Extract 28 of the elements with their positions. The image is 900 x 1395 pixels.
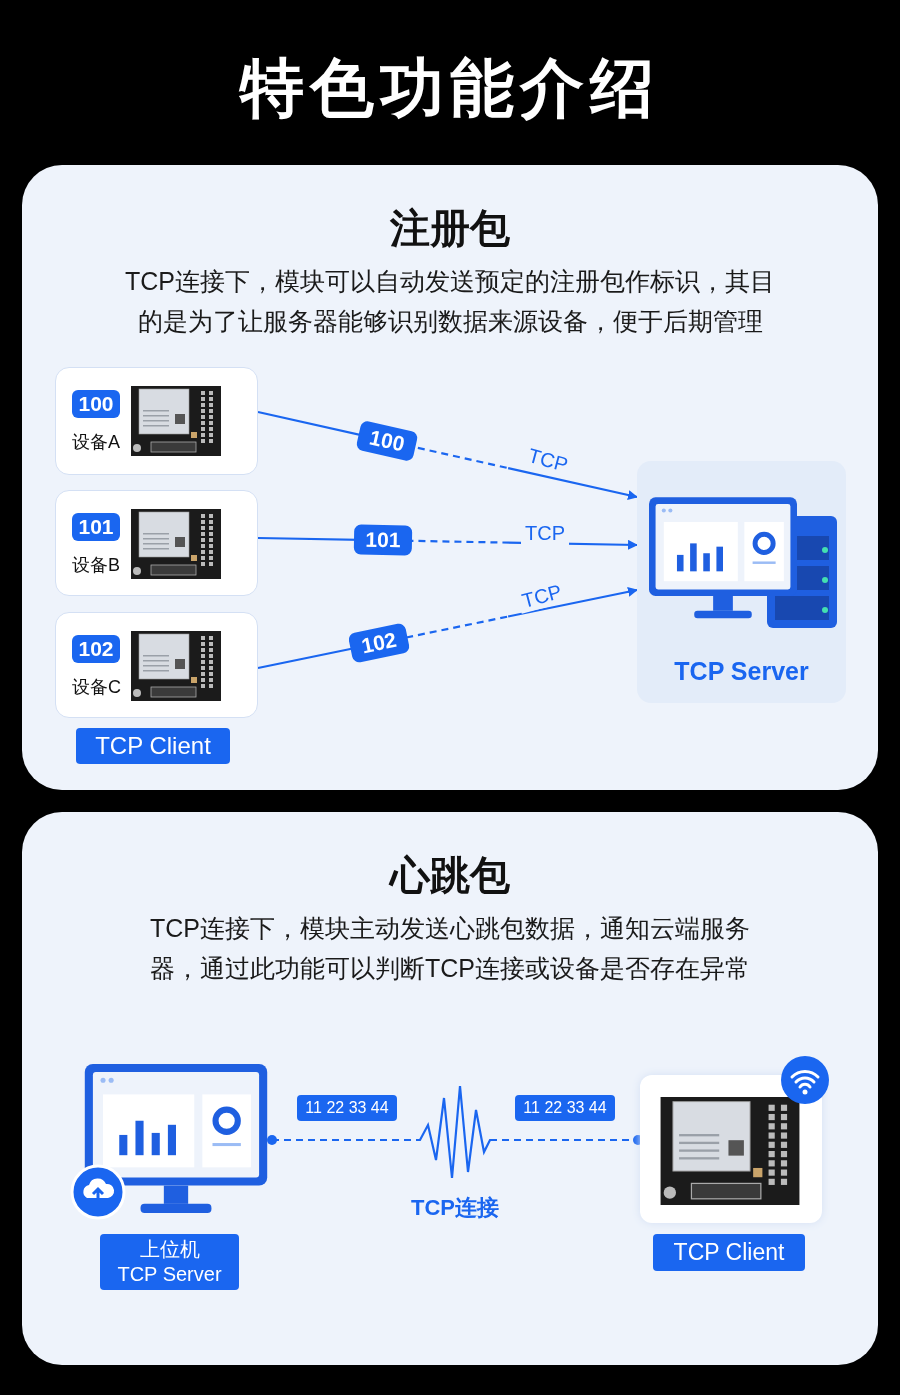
- data-packet-label: 11 22 33 44: [515, 1095, 615, 1121]
- device-label: 设备C: [72, 676, 121, 699]
- role-label: TCP Client: [653, 1234, 805, 1271]
- description-text: TCP连接下，模块主动发送心跳包数据，通知云端服务器，通过此功能可以判断TCP连接或设备是否存在异常: [149, 913, 751, 984]
- id-badge: 100: [72, 390, 120, 418]
- page-title: 特色功能介绍: [238, 51, 661, 126]
- description-text: TCP连接下，模块可以自动发送预定的注册包作标识，其目的是为了让服务器能够识别数据来源设备，便于后期管理: [124, 266, 776, 337]
- server-label: TCP Server: [673, 657, 810, 686]
- server-panel: [637, 461, 846, 703]
- device-card: [55, 367, 258, 475]
- edge-label: TCP连接: [410, 1194, 500, 1222]
- role-label: TCP Client: [76, 728, 230, 764]
- arrow: [257, 410, 638, 500]
- data-packet-label: 11 22 33 44: [297, 1095, 397, 1121]
- device-card: [55, 612, 258, 718]
- device-label: 设备B: [72, 554, 120, 577]
- device-label: 设备A: [72, 431, 120, 454]
- card-panel: [22, 812, 878, 1365]
- id-badge: 102: [72, 635, 120, 663]
- card-panel: [22, 165, 878, 790]
- connection-line: [267, 1084, 643, 1180]
- arrow: [257, 586, 638, 670]
- role-label: 上位机 TCP Server: [100, 1234, 239, 1290]
- section-heading: 心跳包: [387, 852, 511, 899]
- device-card: [55, 490, 258, 596]
- id-badge: 101: [72, 513, 120, 541]
- edge-label: 101: [353, 524, 413, 556]
- section-heading: 注册包: [389, 205, 511, 252]
